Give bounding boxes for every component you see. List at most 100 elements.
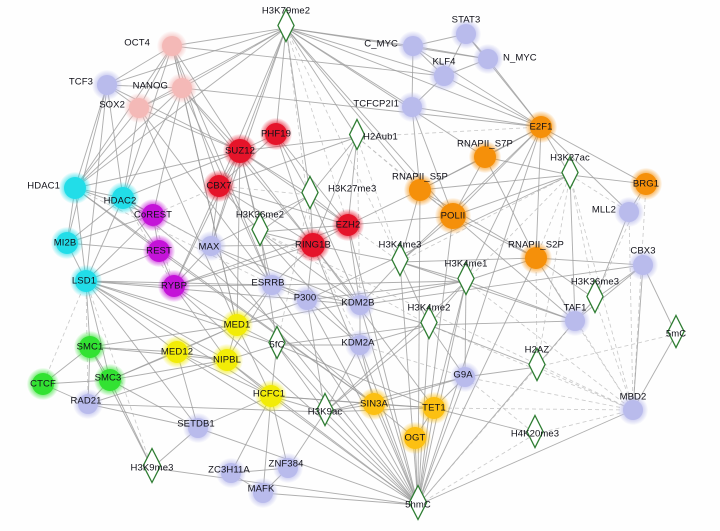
edge xyxy=(42,280,87,385)
edge xyxy=(158,250,375,405)
edge xyxy=(417,366,538,506)
edge xyxy=(218,136,358,187)
edge xyxy=(85,280,199,429)
node-diamond xyxy=(522,346,552,389)
edge xyxy=(411,106,542,128)
edge xyxy=(173,244,314,287)
edge xyxy=(285,27,413,108)
node-diamond xyxy=(385,241,415,284)
edge xyxy=(236,150,241,326)
node-label: N_MYC xyxy=(503,52,537,64)
edge xyxy=(540,126,647,185)
edge xyxy=(276,344,326,413)
edge xyxy=(276,344,419,506)
node-circle xyxy=(633,255,653,275)
edge xyxy=(275,27,287,135)
node-label: NIPBL xyxy=(213,354,241,366)
node-circle xyxy=(262,275,282,295)
node-label: TCFCP2I1 xyxy=(353,98,399,110)
node-diamond xyxy=(661,313,691,356)
node-circle xyxy=(278,458,298,478)
node-circle xyxy=(221,463,241,483)
node-diamond xyxy=(580,278,610,321)
node-circle xyxy=(64,177,86,199)
edge xyxy=(359,344,466,378)
edge xyxy=(306,174,571,301)
edge xyxy=(151,467,419,506)
node-label: KLF4 xyxy=(432,56,456,68)
edge xyxy=(239,136,358,152)
node-circle xyxy=(201,236,221,256)
edge xyxy=(594,298,634,411)
edge xyxy=(259,231,634,411)
node-circle xyxy=(260,385,282,407)
edge xyxy=(324,376,466,413)
edge xyxy=(412,45,542,128)
node-label: MAX xyxy=(198,241,220,253)
node-circle xyxy=(525,247,547,269)
edge xyxy=(419,189,537,259)
edge xyxy=(173,285,419,506)
edge xyxy=(74,45,173,189)
node-circle xyxy=(56,232,78,254)
edge xyxy=(417,215,454,506)
edge xyxy=(138,107,238,326)
node-label: TAF1 xyxy=(563,302,587,314)
node-label: SETDB1 xyxy=(177,418,215,430)
edge xyxy=(66,84,108,244)
edge xyxy=(173,284,273,287)
edge xyxy=(540,126,630,213)
edge xyxy=(464,280,467,378)
edge xyxy=(452,126,542,217)
edge xyxy=(87,359,228,405)
node-circle xyxy=(172,78,192,98)
edge xyxy=(428,324,538,368)
node-circle xyxy=(265,123,287,145)
edge xyxy=(285,27,401,263)
node-label: H3K27ac xyxy=(550,152,590,164)
node-label: OCT4 xyxy=(124,37,150,49)
edge xyxy=(399,174,571,263)
edge xyxy=(285,27,486,158)
node-diamond xyxy=(414,304,444,347)
edge xyxy=(181,87,542,128)
node-circle xyxy=(409,179,431,201)
node-label: SUZ12 xyxy=(224,145,256,157)
edge xyxy=(312,244,361,346)
edge xyxy=(87,403,326,413)
edge xyxy=(443,75,542,128)
node-label: H3K4me2 xyxy=(407,302,451,314)
node-label: ZNF384 xyxy=(268,458,304,470)
edge xyxy=(428,324,634,411)
edge xyxy=(465,280,576,322)
edge xyxy=(138,107,241,152)
node-label: SMC3 xyxy=(94,372,122,384)
edge xyxy=(359,344,419,506)
node-label: TCF3 xyxy=(68,76,93,88)
node-circle xyxy=(434,66,454,86)
node-diamond xyxy=(451,260,481,303)
edge xyxy=(87,403,199,429)
edge xyxy=(536,333,677,368)
node-circle xyxy=(99,369,121,391)
node-circle xyxy=(148,240,170,262)
edge xyxy=(218,185,349,226)
edge xyxy=(465,174,571,282)
node-label: RNAPII_S5P xyxy=(392,171,448,183)
edge xyxy=(152,87,183,216)
edge xyxy=(109,379,153,469)
node-label: TET1 xyxy=(422,402,446,414)
node-label: POLII xyxy=(440,210,466,222)
node-label: 5mC xyxy=(665,328,687,340)
node-label: MED1 xyxy=(223,319,251,331)
node-label: MI2B xyxy=(53,237,77,249)
node-label: H3K79me2 xyxy=(261,5,311,17)
edge xyxy=(85,280,111,381)
edge xyxy=(411,106,454,217)
edge xyxy=(74,84,108,189)
node-label: HCFC1 xyxy=(252,388,286,400)
edge xyxy=(417,280,467,506)
node-circle xyxy=(565,311,585,331)
edge xyxy=(433,280,467,409)
